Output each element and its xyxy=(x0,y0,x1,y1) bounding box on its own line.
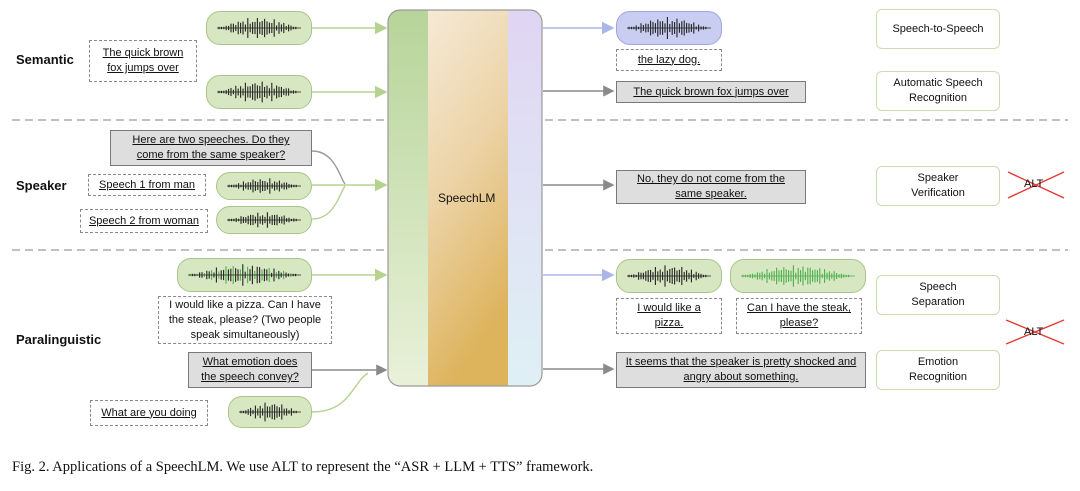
output-asr-text: The quick brown fox jumps over xyxy=(616,81,806,103)
task-emotion-recognition: Emotion Recognition xyxy=(876,350,1000,390)
task-asr: Automatic Speech Recognition xyxy=(876,71,1000,111)
waveform-icon xyxy=(206,11,312,45)
arrow xyxy=(311,150,346,185)
alt-cross-icon xyxy=(1005,319,1065,345)
speechlm-block xyxy=(388,10,542,386)
alt-label: ALT xyxy=(1024,178,1044,190)
waveform-icon xyxy=(216,172,312,200)
alt-label: ALT xyxy=(1024,326,1044,338)
arrow xyxy=(311,372,369,413)
task-speech-to-speech: Speech-to-Speech xyxy=(876,9,1000,49)
speaker-question-box: Here are two speeches. Do they come from… xyxy=(110,130,312,166)
output-waveform-icon xyxy=(616,11,722,45)
output-emotion-answer: It seems that the speaker is pretty shoc… xyxy=(616,352,866,388)
task-speaker-verification: Speaker Verification xyxy=(876,166,1000,206)
section-label-paralinguistic: Paralinguistic xyxy=(16,332,102,347)
output-speaker-answer: No, they do not come from the same speak… xyxy=(616,170,806,204)
input-text-semantic: The quick brown fox jumps over xyxy=(89,40,197,82)
speechlm-label: SpeechLM xyxy=(438,191,496,205)
output-waveform-green-icon xyxy=(730,259,866,293)
waveform-icon xyxy=(216,206,312,234)
waveform-mixed-icon xyxy=(177,258,312,292)
figure-caption: Fig. 2. Applications of a SpeechLM. We u… xyxy=(12,459,594,475)
arrow xyxy=(311,185,346,220)
section-label-speaker: Speaker xyxy=(16,178,67,193)
waveform-icon xyxy=(206,75,312,109)
alt-cross-icon xyxy=(1007,171,1065,199)
mixed-speech-text: I would like a pizza. Can I have the ste… xyxy=(158,296,332,344)
section-label-semantic: Semantic xyxy=(16,52,74,67)
speech1-label: Speech 1 from man xyxy=(88,174,206,196)
emotion-question-box: What emotion does the speech convey? xyxy=(188,352,312,388)
mixed-speech-content: I would like a pizza. Can I have the ste… xyxy=(168,298,322,341)
output-sep1: I would like a pizza. xyxy=(616,298,722,334)
output-waveform-icon xyxy=(616,259,722,293)
output-sep2: Can I have the steak, please? xyxy=(736,298,862,334)
what-doing-label: What are you doing xyxy=(90,400,208,426)
speech2-label: Speech 2 from woman xyxy=(80,209,208,233)
output-lazy-dog: the lazy dog. xyxy=(616,49,722,71)
task-speech-separation: Speech Separation xyxy=(876,275,1000,315)
waveform-icon xyxy=(228,396,312,428)
